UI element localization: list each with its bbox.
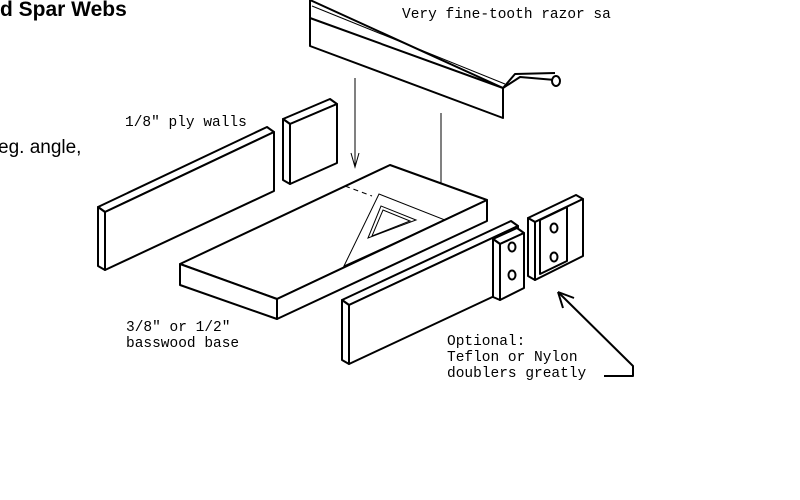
walls-label: 1/8" ply walls [125, 115, 247, 131]
doubler-plate-left [492, 227, 525, 301]
basswood-base [179, 164, 488, 320]
doubler-pointer-arrow [557, 291, 634, 377]
angle-note: eg. angle, [0, 137, 82, 158]
base-label-line1: 3/8" or 1/2" [126, 320, 231, 336]
optional-label-line3: doublers greatly [447, 366, 587, 382]
small-ply-wall [282, 98, 338, 185]
base-label-line2: basswood base [126, 336, 240, 352]
spar-web-template [342, 185, 447, 268]
optional-label-line2: Teflon or Nylon [447, 350, 578, 366]
doubler-plate-right [527, 194, 584, 281]
page-title: d Spar Webs [0, 0, 127, 21]
optional-label-line1: Optional: [447, 334, 526, 350]
razor-saw [309, 0, 561, 119]
right-ply-wall [341, 220, 519, 365]
saw-label: Very fine-tooth razor sa [402, 7, 611, 23]
left-ply-wall [97, 126, 275, 271]
